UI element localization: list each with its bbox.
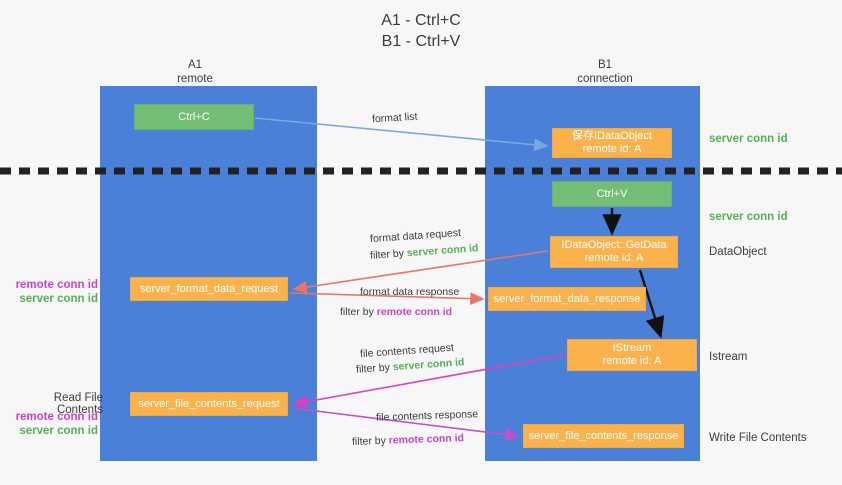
edge-label-format-list: format list	[371, 110, 418, 126]
box-idataobject[interactable]: 保存IDataObject remote id: A	[552, 128, 672, 158]
edge-label-file-contents-response: file contents response	[375, 408, 479, 424]
filter-value-server-conn-id: server conn id	[406, 242, 479, 260]
column-header-a1: A1 remote	[177, 59, 213, 85]
box-server-file-contents-request[interactable]: server_file_contents_request	[130, 392, 288, 416]
annotation-conn-ids-format: remote conn id server conn id	[8, 278, 98, 306]
filter-prefix: filter by	[351, 434, 389, 448]
annotation-server-conn-id-top: server conn id	[709, 133, 788, 145]
box-server-format-data-request[interactable]: server_format_data_request	[130, 277, 288, 301]
annotation-read-file-contents: Read File Contents	[53, 392, 103, 416]
annotation-conn-ids-file: remote conn id server conn id	[8, 410, 98, 438]
box-server-format-data-response[interactable]: server_format_data_response	[488, 287, 646, 311]
filter-value-remote-conn-id: remote conn id	[388, 432, 465, 447]
annotation-write-file-contents: Write File Contents	[709, 432, 807, 444]
edge-label-format-data-response-filter: filter by remote conn id	[340, 305, 452, 320]
box-idataobject-getdata[interactable]: IDataObject::GetData remote id: A	[550, 236, 678, 268]
annotation-server-conn-id-1: server conn id	[19, 293, 98, 305]
annotation-server-conn-id-2: server conn id	[19, 425, 98, 437]
annotation-remote-conn-id-1: remote conn id	[15, 279, 98, 291]
filter-prefix: filter by	[355, 361, 394, 376]
box-server-file-contents-response[interactable]: server_file_contents_response	[523, 424, 684, 448]
box-istream[interactable]: IStream remote id: A	[567, 339, 697, 371]
page-title: A1 - Ctrl+C B1 - Ctrl+V	[381, 12, 461, 50]
filter-prefix: filter by	[340, 306, 377, 318]
edge-label-file-contents-response-filter: filter by remote conn id	[352, 431, 464, 450]
annotation-dataobject: DataObject	[709, 246, 767, 258]
annotation-remote-conn-id-2: remote conn id	[15, 411, 98, 423]
filter-prefix: filter by	[369, 247, 408, 262]
box-ctrl-v[interactable]: Ctrl+V	[552, 181, 672, 207]
filter-value-remote-conn-id: remote conn id	[376, 306, 453, 318]
annotation-server-conn-id-mid: server conn id	[709, 211, 788, 223]
column-header-b1: B1 connection	[577, 59, 633, 85]
annotation-istream: Istream	[709, 351, 748, 363]
filter-value-server-conn-id: server conn id	[392, 356, 465, 374]
edge-label-format-data-response: format data response	[360, 286, 460, 298]
box-ctrl-c[interactable]: Ctrl+C	[134, 104, 254, 130]
